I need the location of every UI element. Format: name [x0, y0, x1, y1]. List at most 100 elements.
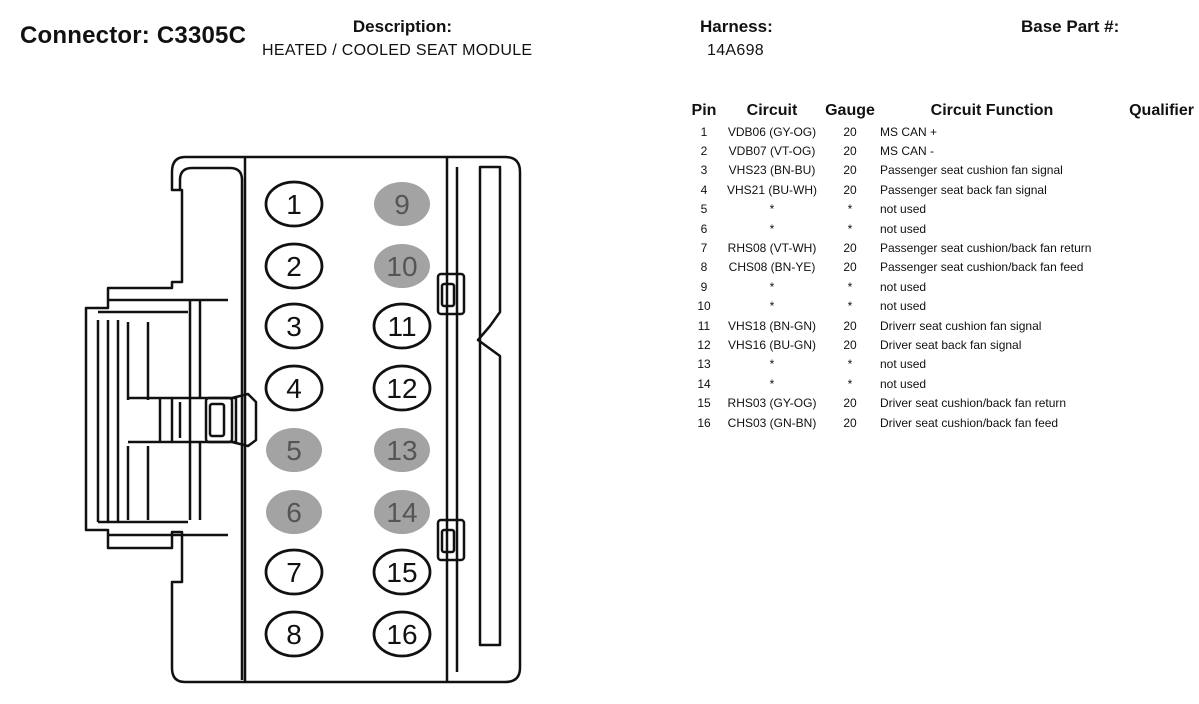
- pin-number-label: 10: [386, 251, 417, 282]
- pin-cavity-used: [264, 180, 324, 228]
- cell-function: Passenger seat cushion fan signal: [880, 163, 1063, 178]
- cell-gauge: *: [847, 299, 853, 314]
- cell-circuit: *: [769, 202, 775, 217]
- connector-title: Connector: C3305C: [20, 22, 247, 49]
- pin-cavity: 15: [372, 548, 432, 596]
- cell-qualifier: [1104, 141, 1199, 160]
- pin-number-label: 14: [386, 497, 417, 528]
- table-row: 13**not used: [686, 355, 1199, 374]
- pin-number-label: 5: [286, 435, 302, 466]
- cell-qualifier: [1104, 374, 1199, 393]
- cell-gauge: 20: [843, 144, 857, 159]
- pin-cavity: 16: [372, 610, 432, 658]
- pin-cavity-used: [264, 364, 324, 412]
- cell-pin: 14: [697, 376, 711, 391]
- pin-number-label: 16: [386, 619, 417, 650]
- cell-function: not used: [880, 202, 927, 217]
- cell-qualifier: [1104, 335, 1199, 354]
- cell-qualifier: [1104, 200, 1199, 219]
- cell-pin: 8: [700, 260, 708, 275]
- cell-circuit: *: [769, 299, 775, 314]
- cell-function: Driver seat cushion/back fan feed: [880, 415, 1059, 430]
- cell-qualifier: [1104, 355, 1199, 374]
- pin-cavity-used: [264, 242, 324, 290]
- pin-cavity-used: [264, 548, 324, 596]
- cell-qualifier: [1104, 180, 1199, 199]
- pin-cavity: 12: [372, 364, 432, 412]
- pin-number-label: 1: [286, 189, 302, 220]
- cell-circuit: *: [769, 279, 775, 294]
- cell-pin: 1: [700, 124, 708, 139]
- description-value: HEATED / COOLED SEAT MODULE: [262, 42, 533, 59]
- pin-cavity: 5: [266, 428, 322, 472]
- pin-cavity-unused: [374, 182, 430, 226]
- cell-qualifier: [1104, 297, 1199, 316]
- connector-housing: [84, 155, 522, 684]
- col-header-pin: Pin: [691, 102, 717, 119]
- cell-function: Driverr seat cushion fan signal: [880, 318, 1042, 333]
- cell-circuit: VHS23 (BN-BU): [728, 163, 816, 178]
- cell-function: MS CAN +: [880, 124, 938, 139]
- pin-cavity-unused: [266, 428, 322, 472]
- pin-cavity: 4: [264, 364, 324, 412]
- cell-circuit: CHS08 (BN-YE): [728, 260, 816, 275]
- cell-qualifier: [1104, 393, 1199, 412]
- pin-cavity-used: [372, 548, 432, 596]
- cell-pin: 6: [700, 221, 708, 236]
- col-header-gauge: Gauge: [825, 102, 875, 119]
- cell-gauge: 20: [843, 124, 857, 139]
- cell-circuit: VHS21 (BU-WH): [726, 182, 817, 197]
- table-row: 10**not used: [686, 297, 1199, 316]
- table-row: 6**not used: [686, 219, 1199, 238]
- pin-cavity-unused: [374, 490, 430, 534]
- cell-gauge: *: [847, 376, 853, 391]
- pin-cavity: 13: [374, 428, 430, 472]
- pin-number-label: 13: [386, 435, 417, 466]
- pin-cavity: 8: [264, 610, 324, 658]
- pin-cavity: 9: [374, 182, 430, 226]
- pin-cavity-used: [372, 364, 432, 412]
- pin-cavity: 1: [264, 180, 324, 228]
- pin-cavity: 7: [264, 548, 324, 596]
- pin-cavity: 14: [374, 490, 430, 534]
- pin-cavity-unused: [374, 428, 430, 472]
- cell-pin: 16: [697, 415, 711, 430]
- cell-qualifier: [1104, 161, 1199, 180]
- pin-cavity: 11: [372, 302, 432, 350]
- pin-cavity-used: [372, 302, 432, 350]
- cell-pin: 3: [700, 163, 708, 178]
- pin-cavity-unused: [266, 490, 322, 534]
- cell-qualifier: [1104, 413, 1199, 432]
- pin-cavity: 10: [374, 244, 430, 288]
- pin-number-label: 2: [286, 251, 302, 282]
- cell-gauge: *: [847, 357, 853, 372]
- table-row: 5**not used: [686, 200, 1199, 219]
- cell-pin: 15: [697, 396, 711, 411]
- table-row: 9**not used: [686, 277, 1199, 296]
- pin-number-label: 11: [387, 311, 416, 342]
- pinout-table: Pin Circuit Gauge Circuit Function Quali…: [686, 100, 1199, 432]
- col-header-circuit: Circuit: [746, 102, 798, 119]
- cell-gauge: *: [847, 279, 853, 294]
- cell-qualifier: [1104, 277, 1199, 296]
- cell-pin: 13: [697, 357, 711, 372]
- base-part-label: Base Part #:: [1021, 17, 1120, 36]
- col-header-function: Circuit Function: [930, 102, 1054, 119]
- description-label: Description:: [352, 17, 453, 36]
- cell-qualifier: [1104, 238, 1199, 257]
- pin-number-label: 12: [386, 373, 417, 404]
- cell-gauge: 20: [843, 396, 857, 411]
- cell-gauge: 20: [843, 260, 857, 275]
- pin-cavity-used: [372, 610, 432, 658]
